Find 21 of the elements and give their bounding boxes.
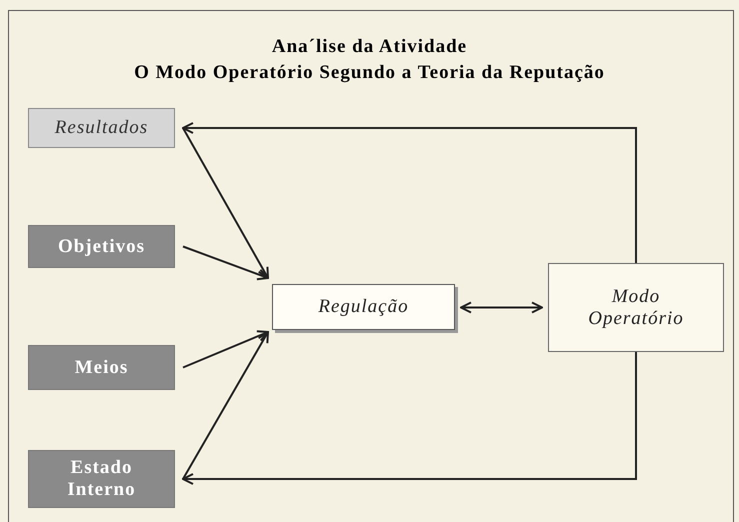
node-label: Estado Interno	[66, 457, 137, 501]
dark-box	[28, 225, 175, 268]
arrow	[182, 246, 269, 280]
arrow	[182, 352, 637, 485]
arrow	[182, 330, 269, 368]
node-label: Regulação	[317, 296, 410, 318]
arrow	[182, 128, 269, 279]
node-label: Modo Operatório	[587, 286, 685, 330]
node-label: Resultados	[54, 117, 150, 139]
node-label: Meios	[74, 356, 130, 378]
node-label: Objetivos	[56, 236, 146, 258]
process-box	[28, 108, 175, 148]
dark-box	[28, 450, 175, 508]
arrow	[182, 331, 269, 480]
dark-box	[28, 345, 175, 390]
process-box	[548, 263, 724, 352]
process-box	[272, 284, 455, 330]
arrow	[182, 122, 637, 263]
title: Ana´lise da Atividade	[270, 36, 468, 58]
subtitle: O Modo Operatório Segundo a Teoria da Reputação	[133, 62, 606, 84]
arrow	[460, 302, 543, 314]
